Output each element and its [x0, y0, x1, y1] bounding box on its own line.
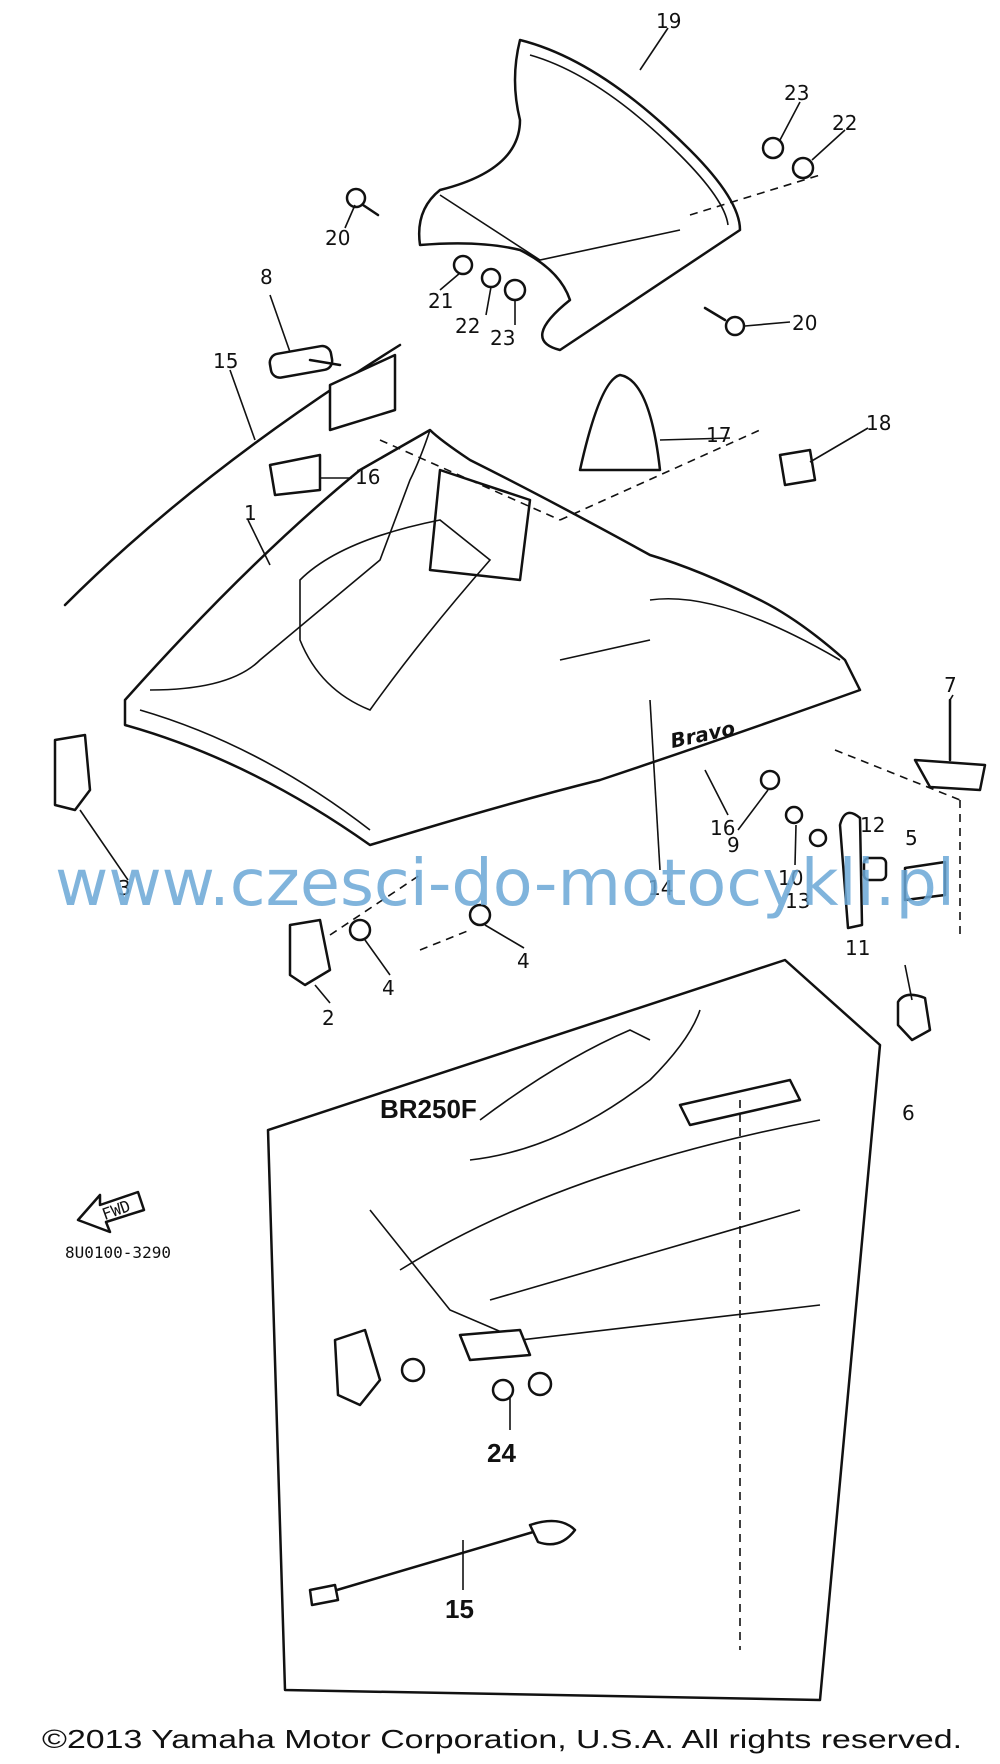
callout: 16 — [355, 465, 380, 489]
callout: 19 — [656, 9, 681, 33]
callout: 7 — [944, 673, 957, 697]
fwd-arrow: FWD — [76, 1190, 146, 1234]
callout: 20 — [325, 226, 350, 250]
nut-4b — [468, 903, 492, 927]
nut-4a — [348, 918, 372, 942]
knob-6 — [896, 993, 932, 1042]
callout: 23 — [490, 326, 515, 350]
copyright-notice: ©2013 Yamaha Motor Corporation, U.S.A. A… — [42, 1724, 962, 1754]
assembly-lines — [329, 174, 961, 951]
collar-12 — [862, 856, 888, 882]
callout: 13 — [785, 889, 810, 913]
callout: 17 — [706, 423, 731, 447]
leader-lines — [79, 27, 954, 1590]
hood: Bravo — [123, 428, 862, 847]
nut-21 — [452, 254, 474, 276]
callout: 2 — [322, 1006, 335, 1030]
seat-back — [578, 373, 662, 472]
callout: 1 — [244, 501, 257, 525]
callout: 14 — [648, 876, 673, 900]
callout: 11 — [845, 936, 870, 960]
callout: 3 — [118, 876, 131, 900]
nut-23 — [503, 278, 527, 302]
washer-22 — [480, 267, 502, 289]
fwd-label: FWD — [99, 1196, 133, 1224]
callout: 6 — [902, 1101, 915, 1125]
watermark: www.czesci-do-motocykli.pl — [55, 847, 955, 921]
callout: 5 — [905, 826, 918, 850]
catch-5 — [903, 860, 947, 902]
handle-7 — [913, 758, 987, 792]
callouts: 19 23 22 20 21 22 23 20 8 15 16 17 18 1 … — [118, 9, 957, 1624]
arm-11 — [838, 811, 864, 930]
callout: 24 — [487, 1438, 516, 1468]
decal-16 — [268, 453, 322, 497]
nut-23-top — [761, 136, 785, 160]
callout: 8 — [260, 265, 273, 289]
windshield — [418, 38, 742, 352]
callout: 20 — [792, 311, 817, 335]
bolt-20-right — [703, 306, 746, 337]
callout: 23 — [784, 81, 809, 105]
callout: 9 — [727, 833, 740, 857]
hinge-3 — [53, 733, 92, 812]
hinge-2 — [288, 918, 332, 987]
callout: 18 — [866, 411, 891, 435]
callout: 12 — [860, 813, 885, 837]
callout: 21 — [428, 289, 453, 313]
latch-8 — [268, 344, 342, 379]
callout: 22 — [455, 314, 480, 338]
callout: 15 — [213, 349, 238, 373]
drawing-code: 8U0100-3290 — [65, 1243, 171, 1262]
callout: 16 — [710, 816, 735, 840]
bracket-18 — [778, 448, 817, 487]
callout: 4 — [382, 976, 395, 1000]
callout: 4 — [517, 949, 530, 973]
inset-br250f — [266, 958, 882, 1702]
inset-title: BR250F — [380, 1094, 477, 1124]
callout: 10 — [778, 866, 803, 890]
decal-panel — [328, 353, 397, 432]
washer-22-top — [791, 156, 815, 180]
callout: 15 — [445, 1594, 474, 1624]
bolt-20-top — [345, 187, 380, 217]
callout: 22 — [832, 111, 857, 135]
